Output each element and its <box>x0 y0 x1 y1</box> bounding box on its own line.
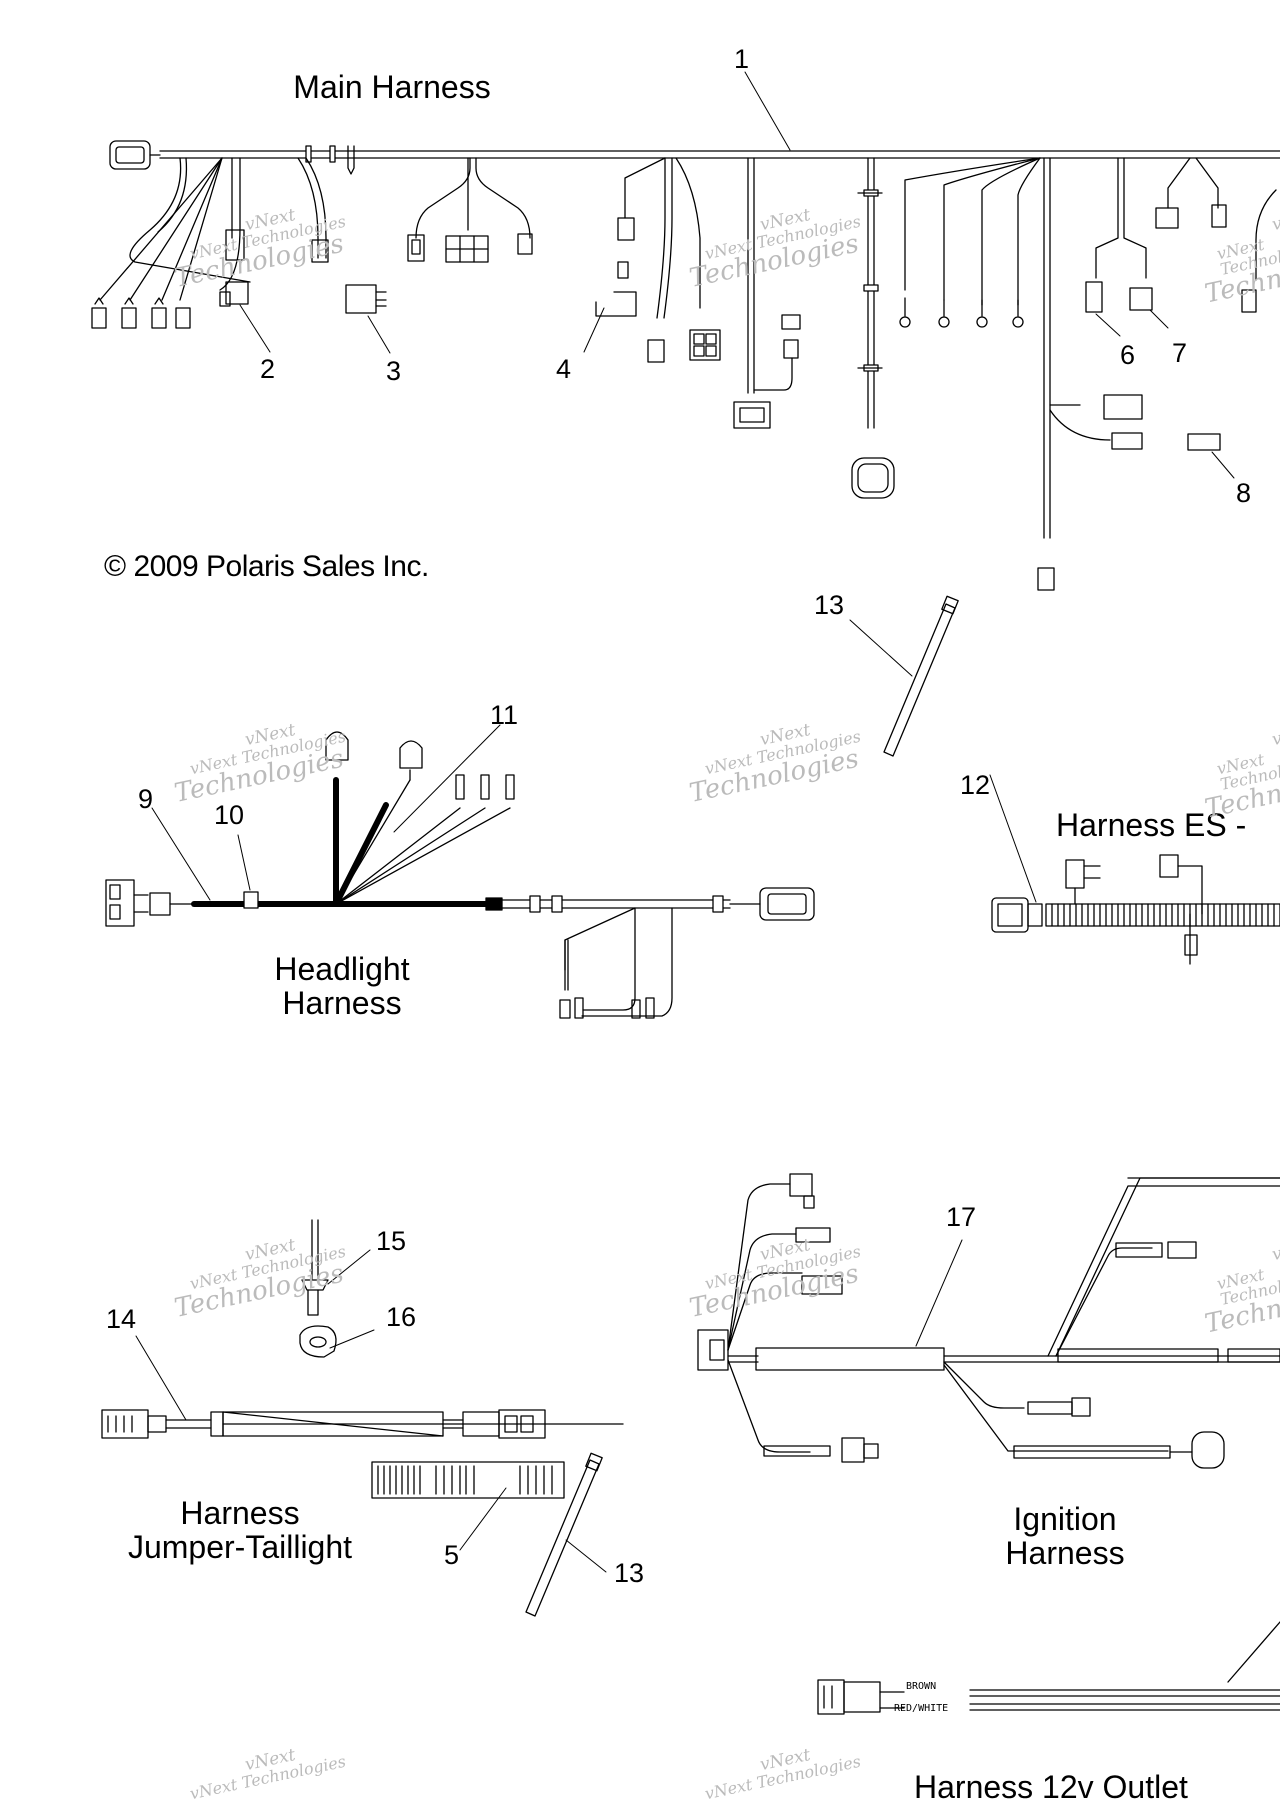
title-ignition-harness: Ignition Harness <box>1005 1501 1125 1571</box>
callout-6: 6 <box>1120 340 1136 370</box>
callout-17: 17 <box>946 1202 977 1232</box>
callout-3: 3 <box>386 356 402 386</box>
callout-2: 2 <box>260 354 276 384</box>
jumper-leaders <box>135 1249 607 1573</box>
callout-12: 12 <box>960 770 991 800</box>
main-leaders <box>239 71 1235 479</box>
main-harness <box>91 140 1280 591</box>
callout-11: 11 <box>490 700 519 730</box>
callout-13-bottom: 13 <box>614 1558 645 1588</box>
title-12v-outlet: Harness 12v Outlet <box>914 1769 1188 1805</box>
callout-8: 8 <box>1236 478 1252 508</box>
callout-1: 1 <box>734 44 750 74</box>
title-jumper-taillight: Harness Jumper-Taillight <box>127 1495 353 1565</box>
callout-10: 10 <box>214 800 245 830</box>
callout-7: 7 <box>1172 338 1188 368</box>
title-headlight-harness: Headlight Harness <box>274 951 410 1021</box>
headlight-leaders <box>151 724 501 901</box>
connector-group-left <box>91 297 191 329</box>
callout-14: 14 <box>106 1304 137 1334</box>
wire-label-brown: BROWN <box>906 1681 937 1692</box>
harness-jumper-taillight <box>101 1219 624 1617</box>
cable-tie-13 <box>849 595 959 757</box>
callout-15: 15 <box>376 1226 407 1256</box>
callout-4: 4 <box>556 354 572 384</box>
callout-16: 16 <box>386 1302 417 1332</box>
ignition-harness <box>697 1173 1280 1469</box>
round-connector <box>851 457 895 499</box>
callout-9: 9 <box>138 784 154 814</box>
copyright-notice: © 2009 Polaris Sales Inc. <box>104 550 429 583</box>
callout-5: 5 <box>444 1540 460 1570</box>
callout-13-top: 13 <box>814 590 845 620</box>
title-harness-es: Harness ES - <box>1056 807 1247 843</box>
relay-part-3 <box>345 284 377 314</box>
harness-12v-outlet <box>817 1621 1280 1715</box>
headlight-harness <box>105 731 815 1019</box>
harness-es <box>989 774 1280 965</box>
wire-label-red-white: RED/WHITE <box>894 1703 949 1714</box>
title-main-harness: Main Harness <box>293 69 491 105</box>
